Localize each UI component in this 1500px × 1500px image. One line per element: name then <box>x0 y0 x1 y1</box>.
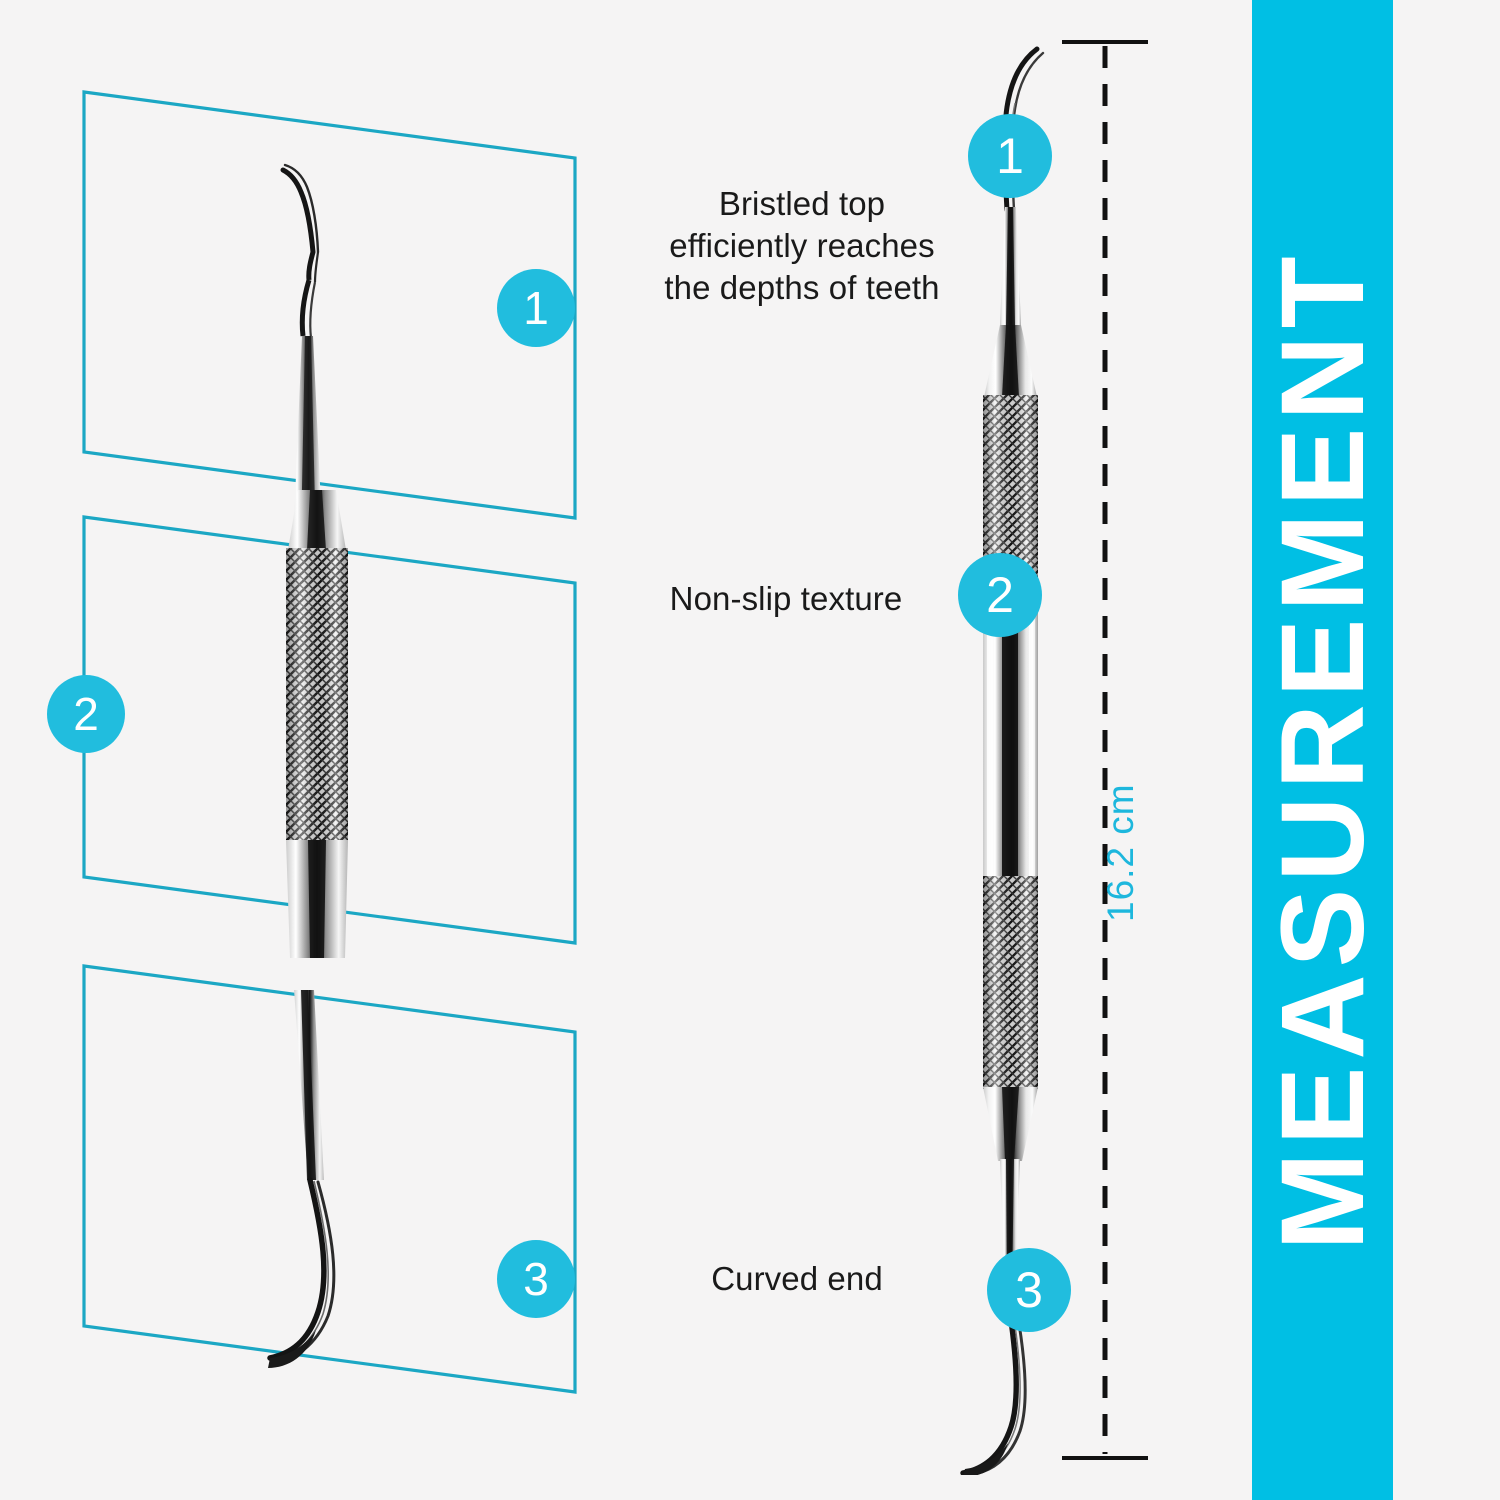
panel-1-outline <box>82 90 577 520</box>
feature-caption-1-line-2: efficiently reaches <box>669 227 935 265</box>
knurled-grip-lower <box>983 876 1038 1089</box>
product-badge-1[interactable]: 1 <box>968 114 1052 198</box>
feature-badge-1-number: 1 <box>523 282 549 334</box>
feature-caption-2-line-1: Non-slip texture <box>669 580 903 617</box>
detail-panel-bristled-top <box>70 70 590 540</box>
panel-3-outline <box>82 964 577 1394</box>
detail-panel-curved-end <box>70 950 590 1420</box>
feature-caption-3-line-1: Curved end <box>711 1260 883 1297</box>
measurement-banner-text: MEASUREMENT <box>1256 249 1389 1251</box>
feature-badge-2-number: 2 <box>73 688 99 740</box>
detail-panel-non-slip-texture <box>70 505 590 975</box>
panel-3-tool-detail <box>252 990 412 1370</box>
feature-badge-3[interactable]: 3 <box>497 1240 575 1318</box>
dimension-value-label: 16.2 cm <box>1100 783 1141 922</box>
curved-hook-tip <box>960 1290 1027 1475</box>
feature-caption-1-line-1: Bristled top <box>718 185 886 222</box>
product-badge-2[interactable]: 2 <box>958 553 1042 637</box>
panel-2-outline <box>82 515 577 945</box>
product-badge-3-number: 3 <box>1015 1262 1043 1318</box>
product-badge-1-number: 1 <box>996 128 1024 184</box>
dimension-line <box>1050 20 1160 1480</box>
product-badge-2-number: 2 <box>986 567 1014 623</box>
curved-end-illustration <box>267 990 336 1368</box>
feature-caption-1-line-3: the depths of teeth <box>664 269 940 307</box>
feature-badge-3-number: 3 <box>523 1253 549 1305</box>
dimension-line-graphic <box>1062 40 1148 1460</box>
feature-caption-3: Curved end <box>675 1258 919 1300</box>
product-badge-3[interactable]: 3 <box>987 1248 1071 1332</box>
feature-caption-1: Bristled top efficiently reaches the dep… <box>636 183 968 310</box>
panel-2-tool-detail <box>250 490 390 960</box>
feature-badge-1[interactable]: 1 <box>497 269 575 347</box>
feature-caption-2: Non-slip texture <box>636 578 936 620</box>
measurement-banner: MEASUREMENT <box>1252 0 1393 1500</box>
feature-badge-2[interactable]: 2 <box>47 675 125 753</box>
knurled-grip-illustration <box>286 490 348 958</box>
